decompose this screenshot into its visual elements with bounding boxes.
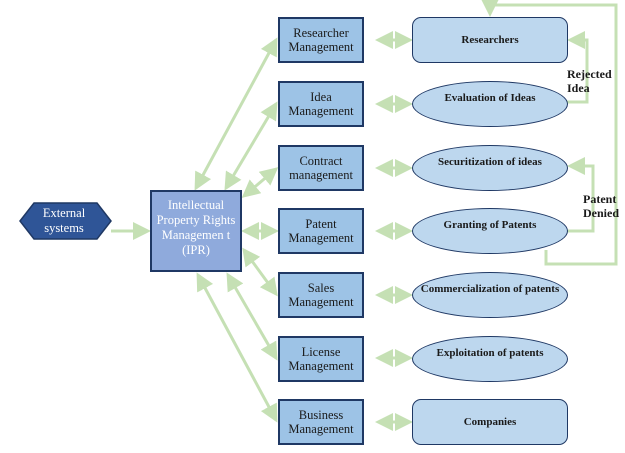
external-systems-label: External systems [42,206,86,235]
license-management-box[interactable]: License Management [278,336,364,382]
arrow-ipr-contract [241,167,279,198]
module-label: Patent Management [288,217,354,245]
module-label: Business Management [288,408,354,436]
ipr-box[interactable]: Intellectual Property Rights Managemen t… [150,190,242,272]
module-label: License Management [288,345,354,373]
researcher-management-box[interactable]: Researcher Management [278,17,364,63]
outcome-label: Researchers [461,34,519,46]
arrow-patent-denied [566,157,595,233]
commercialization-of-patents-ellipse[interactable]: Commercialization of patents [412,272,568,318]
evaluation-of-ideas-ellipse[interactable]: Evaluation of Ideas [412,81,568,127]
granting-of-patents-ellipse[interactable]: Granting of Patents [412,208,568,254]
arrow-rejected-idea [566,31,589,104]
arrow-ipr-business [196,272,278,423]
outcome-label: Companies [463,416,517,428]
module-label: Idea Management [288,90,354,118]
outcome-label: Exploitation of patents [436,347,544,359]
arrow-granting-to-researchers [481,0,618,266]
exploitation-of-patents-ellipse[interactable]: Exploitation of patents [412,336,568,382]
rejected-idea-label: Rejected Idea [567,67,612,95]
securitization-of-ideas-ellipse[interactable]: Securitization of ideas [412,145,568,191]
business-management-box[interactable]: Business Management [278,399,364,445]
idea-management-box[interactable]: Idea Management [278,81,364,127]
arrow-ipr-researcher [194,37,278,191]
module-label: Contract management [289,154,353,182]
patent-management-box[interactable]: Patent Management [278,208,364,254]
researchers-box[interactable]: Researchers [412,17,568,63]
outcome-label: Evaluation of Ideas [444,92,536,104]
companies-box[interactable]: Companies [412,399,568,445]
arrow-ipr-idea [224,101,278,191]
sales-management-box[interactable]: Sales Management [278,272,364,318]
module-label: Researcher Management [288,26,354,54]
module-label: Sales Management [288,281,354,309]
outcome-label: Commercialization of patents [420,283,560,295]
patent-denied-label: Patent Denied [583,192,619,220]
outcome-label: Granting of Patents [443,219,537,231]
contract-management-box[interactable]: Contract management [278,145,364,191]
ipr-label: Intellectual Property Rights Managemen t… [156,198,236,257]
external-systems-hexagon[interactable] [19,202,112,240]
outcome-label: Securitization of ideas [438,156,542,168]
arrow-ipr-sales [242,247,278,297]
